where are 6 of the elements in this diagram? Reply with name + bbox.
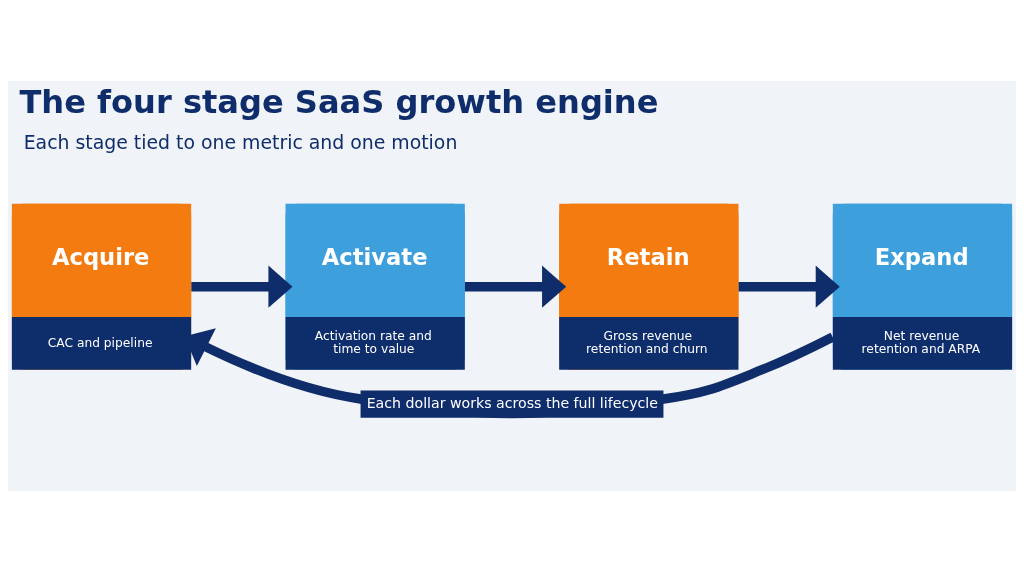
arrow — [191, 265, 293, 308]
diagram-title: The four stage SaaS growth engine — [19, 83, 659, 122]
label: Each stage tied to one metric and one motion — [23, 130, 458, 153]
arrow — [464, 265, 567, 308]
arrow — [738, 265, 840, 308]
edge-label: Each dollar works across the full lifecycle — [366, 394, 658, 411]
